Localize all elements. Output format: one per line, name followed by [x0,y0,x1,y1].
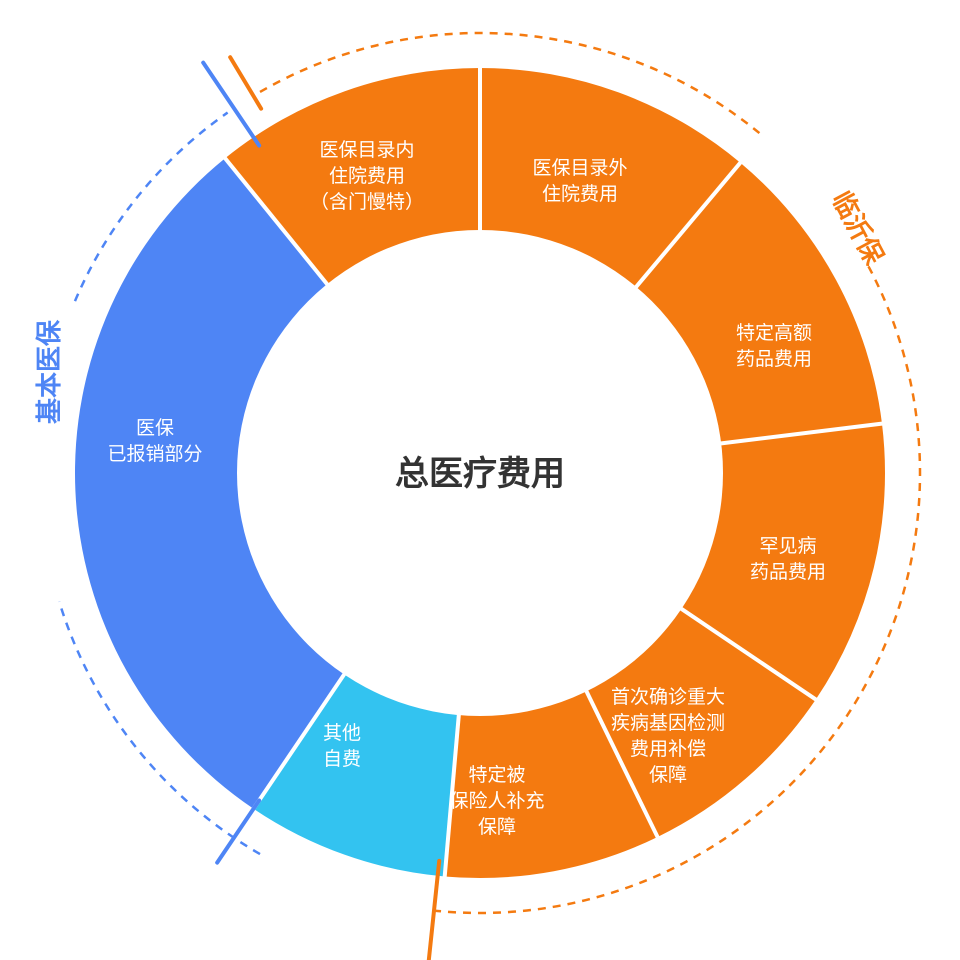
segment-label-line: 医保目录内 [319,139,414,161]
basic-insurance-bracket-upper [73,111,229,302]
basic-insurance-bracket-lower [58,601,261,856]
basic-insurance-tick-top [201,60,262,148]
center-circle [237,230,723,716]
segment-label-gene-testing: 首次确诊重大疾病基因检测费用补偿保障 [611,686,725,786]
center-title: 总医疗费用 [395,454,565,494]
linyi-insurance-label: 临沂保 [826,186,890,270]
segment-label-rare-disease-drug: 罕见病药品费用 [750,535,826,583]
basic-insurance-tick-bottom [215,798,262,865]
segment-label-line: 费用补偿 [630,738,706,760]
segment-insured-supplement [444,688,658,878]
segment-other-self-pay [253,671,460,877]
segment-label-line: 药品费用 [736,348,812,370]
segment-label-line: 住院费用 [329,165,405,187]
segment-divider [442,709,462,879]
segment-label-line: 罕见病 [759,535,816,557]
segment-divider [222,155,332,290]
segment-label-line: （含门慢特） [310,191,424,213]
segment-divider [250,669,349,812]
segment-label-line: 医保目录外 [532,157,627,179]
segment-divider [715,421,885,446]
segment-rare-disease-drug [678,423,886,700]
segment-divider [582,686,661,840]
segment-label-line: 保障 [478,816,516,838]
segment-label-catalog-inpatient: 医保目录内住院费用 （含门慢特） [310,139,424,213]
linyi-bracket-upper [259,31,764,137]
segment-label-line: 特定高额 [736,322,812,344]
linyi-tick-top [228,55,264,111]
segment-label-line: 住院费用 [542,183,618,205]
segment-label-other-self-pay: 其他自费 [323,722,361,770]
segment-label-line: 其他 [323,722,361,744]
segment-gene-testing [585,607,816,838]
linyi-tick-bottom [426,858,442,960]
segment-label-line: 医保 [136,417,174,439]
segment-label-line: 自费 [323,748,361,770]
segment-label-line: 特定被 [468,764,525,786]
basic-insurance-label: 基本医保 [35,319,65,424]
segment-label-insured-supplement: 特定被保险人补充保障 [449,764,544,838]
segment-label-line: 首次确诊重大 [611,686,725,708]
segment-medicare-reimbursed [75,158,346,809]
segment-label-line: 药品费用 [750,561,826,583]
segment-label-high-cost-drug: 特定高额药品费用 [736,322,812,370]
segment-label-line: 保障 [649,764,687,786]
segment-divider [676,604,819,703]
segment-divider [631,159,744,292]
segment-catalog-inpatient [225,68,480,287]
segment-label-line: 保险人补充 [449,790,544,812]
segment-high-cost-drug [634,162,882,444]
segment-label-medicare-reimbursed: 医保已报销部分 [107,417,202,465]
segment-label-line: 已报销部分 [107,443,202,465]
segment-off-catalog-inpatient [480,68,741,290]
segment-label-off-catalog-inpatient: 医保目录外住院费用 [532,157,627,205]
segment-label-line: 疾病基因检测 [611,712,725,734]
